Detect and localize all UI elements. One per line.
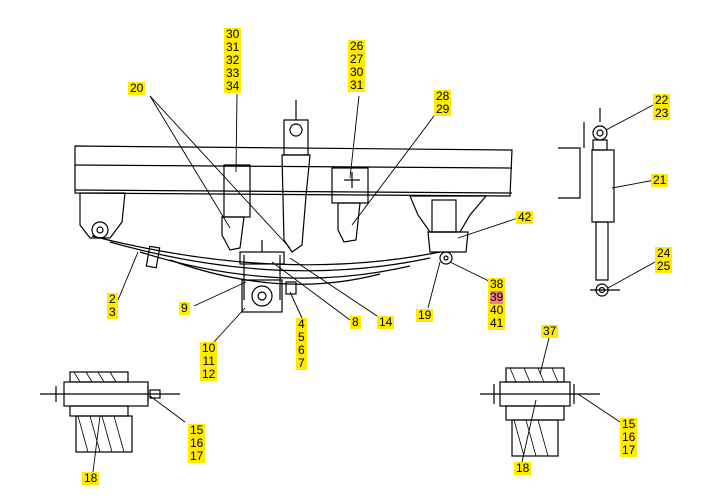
callout-number: 38 [490, 277, 504, 291]
callout-number-highlighted: 39 [490, 290, 504, 304]
callout-37[interactable]: 37 [541, 324, 559, 338]
callout-21[interactable]: 21 [651, 173, 669, 187]
callout-15-17-right[interactable]: 15 16 17 [620, 417, 638, 457]
callout-number: 24 [657, 246, 671, 260]
callout-number: 17 [622, 443, 636, 457]
callout-number: 7 [298, 356, 305, 370]
callout-number: 3 [109, 305, 116, 319]
bushing-section-right [480, 367, 600, 457]
callout-number: 33 [226, 66, 240, 80]
bump-stop-center [281, 100, 311, 253]
callout-14[interactable]: 14 [377, 315, 395, 329]
callout-number: 4 [298, 317, 305, 331]
callout-9[interactable]: 9 [179, 302, 190, 315]
leaf-spring [91, 235, 441, 285]
callout-20[interactable]: 20 [128, 81, 146, 95]
callout-30-34[interactable]: 30 31 32 33 34 [224, 27, 242, 93]
callout-number: 9 [181, 301, 188, 315]
callout-number: 15 [622, 417, 636, 431]
callout-24-25[interactable]: 24 25 [655, 246, 673, 273]
callout-number: 16 [622, 430, 636, 444]
callout-number: 22 [655, 93, 669, 107]
callout-38-41[interactable]: 38 39 40 41 [488, 277, 506, 330]
callout-number: 8 [352, 315, 359, 329]
callout-28-29[interactable]: 28 29 [434, 89, 452, 116]
callout-number: 2 [109, 292, 116, 306]
callout-number: 34 [226, 79, 240, 93]
callout-number: 26 [350, 39, 364, 53]
callout-number: 41 [490, 316, 504, 330]
callout-number: 25 [657, 259, 671, 273]
shock-absorber [558, 108, 620, 297]
bump-stop-right [331, 167, 369, 243]
callout-number: 10 [202, 341, 216, 355]
callout-26-31[interactable]: 26 27 30 31 [348, 39, 366, 92]
callout-number: 31 [350, 78, 364, 92]
callout-number: 17 [190, 449, 204, 463]
bushing-section-left [40, 371, 180, 453]
callout-10-12[interactable]: 10 11 12 [200, 341, 218, 381]
callout-number: 5 [298, 330, 305, 344]
callout-number: 30 [226, 27, 240, 41]
rear-hanger [409, 195, 488, 265]
axle-clamp [239, 240, 297, 313]
callout-number: 6 [298, 343, 305, 357]
callout-15-17-left[interactable]: 15 16 17 [188, 423, 206, 463]
callout-42[interactable]: 42 [516, 210, 534, 224]
callout-2-3[interactable]: 2 3 [107, 293, 118, 319]
callout-number: 42 [518, 210, 532, 224]
callout-8[interactable]: 8 [350, 316, 361, 329]
callout-number: 23 [655, 106, 669, 120]
callout-number: 28 [436, 89, 450, 103]
callout-number: 21 [653, 173, 667, 187]
leader-lines [92, 93, 656, 473]
callout-4-7[interactable]: 4 5 6 7 [296, 318, 307, 370]
front-hanger [79, 192, 126, 239]
callout-number: 29 [436, 102, 450, 116]
callout-number: 20 [130, 81, 144, 95]
callout-number: 12 [202, 367, 216, 381]
callout-number: 31 [226, 40, 240, 54]
callout-number: 11 [202, 354, 215, 368]
bump-stop-left [221, 164, 251, 251]
callout-number: 32 [226, 53, 240, 67]
callout-18-right[interactable]: 18 [514, 461, 532, 475]
callout-number: 19 [418, 308, 432, 322]
callout-number: 14 [379, 315, 393, 329]
callout-number: 15 [190, 423, 204, 437]
frame-rail [74, 145, 513, 197]
callout-number: 30 [350, 65, 364, 79]
callout-number: 18 [516, 461, 530, 475]
callout-number: 18 [84, 471, 98, 485]
callout-19[interactable]: 19 [416, 308, 434, 322]
callout-number: 16 [190, 436, 204, 450]
callout-22-23[interactable]: 22 23 [653, 93, 671, 120]
callout-number: 27 [350, 52, 364, 66]
callout-number: 37 [543, 324, 557, 338]
callout-18-left[interactable]: 18 [82, 471, 100, 485]
callout-number: 40 [490, 303, 504, 317]
